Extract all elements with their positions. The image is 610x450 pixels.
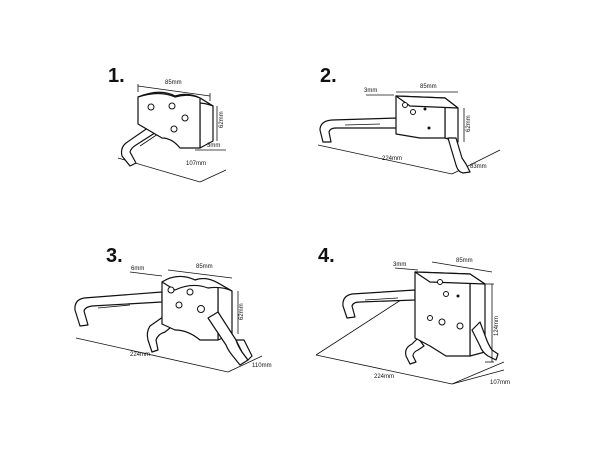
- ground-line: [199, 169, 227, 183]
- dim-thickness-label: 3mm: [207, 143, 220, 149]
- hook-arm: [319, 117, 399, 143]
- dim-width-label: 85mm: [196, 264, 213, 270]
- ground-line: [227, 355, 263, 373]
- ground-line: [315, 297, 405, 356]
- dim-thickness-label: 3mm: [364, 88, 377, 94]
- mounting-plate: [137, 92, 201, 149]
- dim-height-label: 62mm: [219, 111, 225, 128]
- screw-hole: [167, 286, 175, 294]
- ground-line: [75, 337, 229, 373]
- arm-slot: [139, 133, 159, 147]
- screw-hole: [197, 305, 205, 313]
- dim-depth-label: 83mm: [470, 164, 487, 170]
- lower-hook: [447, 137, 471, 174]
- dim-width-line: [137, 85, 211, 97]
- rivet: [427, 126, 431, 130]
- dim-height-label: 62mm: [239, 303, 245, 320]
- screw-hole: [175, 301, 183, 309]
- dim-depth-label: 110mm: [252, 363, 272, 369]
- hook-tip: [235, 339, 253, 361]
- screw-hole: [427, 315, 433, 321]
- plate-top: [161, 275, 233, 292]
- screw-hole: [186, 288, 194, 296]
- screw-hole: [438, 318, 446, 326]
- dim-height-label: 62mm: [466, 115, 472, 132]
- dim-length-label: 224mm: [374, 374, 394, 380]
- ground-line: [315, 354, 453, 385]
- lower-hook: [405, 337, 425, 365]
- front-hook: [471, 321, 499, 361]
- screw-hole: [181, 114, 189, 122]
- arm-slot: [364, 297, 399, 301]
- arm-slot: [97, 304, 131, 309]
- rivet: [456, 294, 460, 298]
- panel-3: 3. 85mm 6mm 62mm 224mm 110mm: [74, 245, 272, 373]
- screw-hole: [402, 102, 408, 108]
- dim-depth-label: 107mm: [186, 161, 206, 167]
- panel-2-number: 2.: [320, 65, 337, 87]
- screw-hole: [168, 102, 176, 110]
- dim-thickness-label: 3mm: [393, 262, 406, 268]
- ground-line: [317, 144, 453, 175]
- screw-hole: [456, 322, 464, 330]
- dim-thickness-line: [129, 271, 163, 277]
- dim-length-label: 224mm: [382, 156, 402, 162]
- rivet: [423, 107, 427, 111]
- dim-width-line: [431, 261, 493, 273]
- dim-depth-line: [451, 369, 505, 385]
- ground-line: [451, 361, 505, 385]
- hook-arm: [74, 291, 163, 327]
- screw-hole: [170, 125, 178, 133]
- dim-width-label: 85mm: [456, 258, 473, 264]
- arm-slot: [344, 123, 381, 126]
- mounting-plate: [414, 271, 471, 357]
- dim-thickness-label: 6mm: [131, 266, 144, 272]
- dim-width-label: 85mm: [420, 84, 437, 90]
- screw-hole: [147, 103, 155, 111]
- panel-4-number: 4.: [318, 245, 335, 267]
- panel-3-number: 3.: [106, 245, 123, 267]
- dim-depth-label: 107mm: [490, 380, 510, 386]
- panel-4: 4. 85mm 3mm 124mm 224mm 107mm: [315, 245, 510, 386]
- dim-height-label: 124mm: [494, 316, 500, 336]
- dim-width-line: [167, 269, 233, 279]
- panel-1-number: 1.: [108, 65, 125, 87]
- dim-width-label: 85mm: [165, 80, 182, 86]
- hook-arm: [342, 289, 416, 319]
- dim-length-label: 224mm: [130, 352, 150, 358]
- screw-hole: [410, 109, 416, 115]
- screw-hole: [437, 279, 443, 285]
- dim-thickness-line: [394, 267, 419, 271]
- panel-1: 1. 85mm 62mm 3mm 107mm: [108, 65, 227, 183]
- panel-2: 2. 85mm 3mm 62mm 224mm 83mm: [317, 65, 501, 175]
- screw-hole: [443, 291, 449, 297]
